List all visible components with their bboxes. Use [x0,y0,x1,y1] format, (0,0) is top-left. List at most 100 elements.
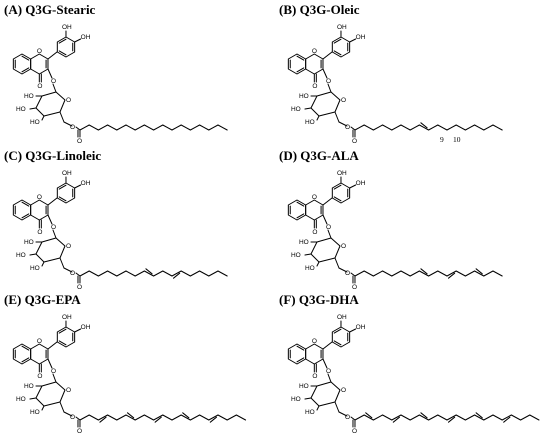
chain-bond [199,270,210,277]
glycosidic-oxygen: O [326,78,331,85]
chain-bond [217,270,228,277]
chain-bond [400,270,411,277]
b-ring-link [47,51,58,60]
acyl-bond [350,416,356,421]
chain-bond [363,414,374,421]
glucose-ring-oxygen: O [341,97,346,104]
ester-bond [338,411,348,417]
chain-bond [446,270,457,277]
chain-bond [125,124,136,131]
chain-double-bond [126,412,135,419]
chain-bond [400,124,411,131]
glucose-oh-bond [29,253,37,256]
glycosidic-bond [47,68,53,79]
ring-a [287,53,307,75]
ring-a [12,53,32,75]
acyl-bond [350,126,356,131]
b-ring-link [322,197,333,206]
glucose-oh-bond [304,253,312,256]
ring-a [12,199,32,221]
ring-b [56,326,76,348]
b-ring-hydroxyl-4: OH [356,180,366,187]
anomeric-bond [52,229,57,239]
glucose-hydroxyl: HO [299,239,309,246]
ring-b [56,182,76,204]
ester-oxygen: O [70,414,75,421]
glucose-oh-bond [29,397,37,400]
glucose-hydroxyl: HO [16,106,26,113]
chain-double-bond [209,416,217,423]
chain-bond [116,270,127,277]
c6-bond [59,257,65,269]
glucose-hydroxyl: HO [305,119,315,126]
chain-bond [529,414,540,421]
chain-bond [125,270,136,277]
chain-bond [446,124,457,131]
chain-bond [418,270,430,277]
chain-bond [162,414,173,421]
ring-b-double [333,38,342,44]
ring-b-double [333,196,342,202]
chain-bond [409,414,420,421]
c6-bond [334,257,340,269]
chain-double-bond [475,268,483,275]
chain-bond [354,414,365,421]
chain-bond [208,414,219,421]
ring-b-double [58,340,67,346]
ester-oxygen: O [345,414,350,421]
chain-bond [464,270,476,277]
chain-bond [455,124,466,131]
chain-bond [116,414,127,421]
anomeric-bond [327,229,332,239]
ester-oxygen: O [70,270,75,277]
chain-bond [492,414,503,421]
ring-a-double [21,357,30,363]
b-ring-hydroxyl-3: OH [337,170,347,177]
ester-bond [338,121,348,127]
glucose-hydroxyl: HO [24,239,34,246]
ring-b [56,36,76,58]
c6-bond [334,401,340,413]
b-ring-hydroxyl-3: OH [62,24,72,31]
chain-bond [88,124,99,131]
chain-bond [88,270,99,277]
ester-oxygen: O [70,124,75,131]
chain-bond [171,270,182,277]
panel-c-title: (C) Q3G-Linoleic [4,148,102,163]
chain-bond [372,124,384,131]
glucose-hydroxyl: HO [291,252,301,259]
chain-bond [107,414,118,421]
chain-bond [428,124,439,131]
glucose-ring-oxygen: O [341,387,346,394]
chain-bond [171,124,182,131]
ring-b-double [333,340,342,346]
chain-bond [409,270,420,277]
chain-bond [208,270,219,277]
panel-d-title: (D) Q3G-ALA [279,148,359,163]
chain-bond [437,124,448,131]
ring-b-double [333,50,342,56]
acyl-bond [75,416,81,421]
chain-double-bond [145,268,153,275]
chain-bond [437,270,448,277]
glycosidic-bond [322,68,328,79]
chain-bond [382,270,393,277]
b-ring-link [322,51,333,60]
ring-a-double [21,345,30,351]
chain-bond [492,270,503,277]
acyl-bond [75,126,81,131]
chain-bond [153,414,164,421]
chain-bond [455,270,466,277]
acyl-carbonyl-oxygen: O [352,138,357,145]
anomeric-bond [52,373,57,383]
glucose-hydroxyl: HO [30,119,40,126]
ring-b-double [58,328,67,334]
